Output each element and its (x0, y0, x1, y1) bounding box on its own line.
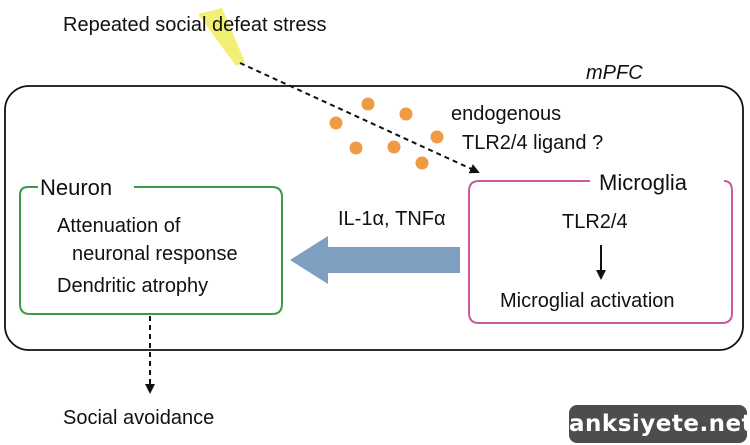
ligand-dot (361, 97, 375, 111)
watermark-badge (569, 405, 747, 443)
microglia-box (468, 180, 733, 324)
ligand-dot (399, 107, 413, 121)
ligand-dot (415, 156, 429, 170)
ligand-dot (329, 116, 343, 130)
ligand-dot (387, 140, 401, 154)
watermark-text[interactable]: anksiyete.net (569, 411, 750, 437)
cytokine-arrow (290, 236, 460, 284)
microglia-title: Microglia (599, 170, 688, 195)
ligand-label-line1: endogenous (451, 103, 561, 125)
ligand-label-line2: TLR2/4 ligand ? (462, 132, 603, 154)
ligand-dots (329, 97, 444, 170)
outcome-label: Social avoidance (63, 407, 214, 429)
neuron-text-line1: Attenuation of (57, 215, 181, 237)
neuron-text-line2: neuronal response (72, 243, 238, 265)
neuron-box (19, 186, 283, 315)
microglia-receptor: TLR2/4 (562, 211, 628, 233)
stress-beam-shape (198, 8, 245, 66)
ligand-dot (430, 130, 444, 144)
mpfc-label: mPFC (586, 62, 643, 84)
stress-label: Repeated social defeat stress (63, 14, 327, 36)
mpfc-region-box (4, 85, 744, 351)
microglia-activation: Microglial activation (500, 290, 675, 312)
neuron-text-line3: Dendritic atrophy (57, 275, 208, 297)
ligand-dot (349, 141, 363, 155)
cytokine-label: IL-1α, TNFα (338, 208, 446, 230)
stress-dashed-arrow (239, 62, 480, 174)
neuron-title: Neuron (40, 175, 112, 200)
